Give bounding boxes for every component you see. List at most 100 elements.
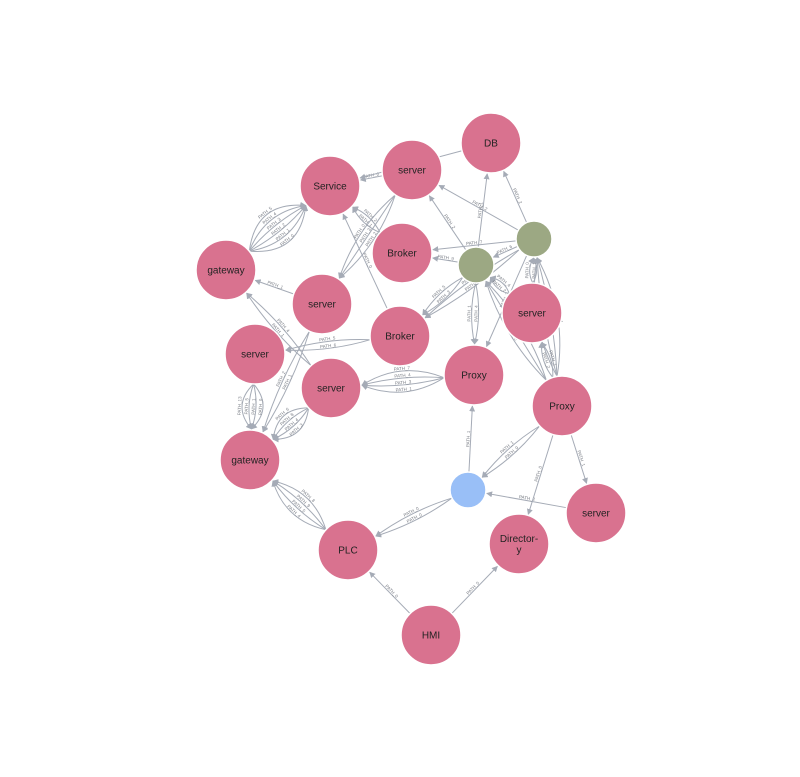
- node-circle-device[interactable]: [219, 429, 281, 491]
- node-label: server: [518, 309, 546, 320]
- edge-plc-to-gateway_bottom: [272, 479, 327, 530]
- node-server_top[interactable]: server: [381, 139, 443, 201]
- node-label: server: [241, 350, 269, 361]
- node-circle-device[interactable]: [317, 519, 379, 581]
- edge-plc-to-gateway_bottom: [272, 480, 327, 531]
- node-broker_mid[interactable]: Broker: [369, 305, 431, 367]
- edge-label: PATH_0: [533, 465, 543, 483]
- node-circle-device[interactable]: [531, 375, 593, 437]
- edge-label: PATH_0: [465, 580, 480, 596]
- edge-label: PATH_1: [251, 398, 257, 415]
- edge-proxy_right-to-server_right: [541, 342, 554, 378]
- node-layer: DBserverServicegatewayBrokerserverBroker…: [195, 112, 627, 666]
- edge-label: PATH_9: [437, 254, 454, 262]
- node-circle-device[interactable]: [488, 513, 550, 575]
- edge-label: PATH_1: [465, 430, 471, 447]
- node-circle-device[interactable]: [501, 282, 563, 344]
- edge-server_top-to-service: [359, 175, 383, 182]
- node-server_far[interactable]: server: [565, 482, 627, 544]
- node-directory[interactable]: Director-y: [488, 513, 550, 575]
- node-proxy_right[interactable]: Proxy: [531, 375, 593, 437]
- edge-label: PATH_0: [258, 398, 264, 415]
- node-label: Proxy: [461, 371, 487, 382]
- node-circle-device[interactable]: [565, 482, 627, 544]
- node-hmi[interactable]: HMI: [400, 604, 462, 666]
- edge-label: PATH_3: [395, 379, 412, 386]
- edge-label: PATH_1: [267, 280, 285, 290]
- node-service[interactable]: Service: [299, 155, 361, 217]
- node-server_left[interactable]: server: [224, 323, 286, 385]
- edge-label: PATH_1: [548, 350, 558, 368]
- node-gateway_top[interactable]: gateway: [195, 239, 257, 301]
- node-circle-device[interactable]: [299, 155, 361, 217]
- edge-broker_top-to-service: [352, 206, 381, 233]
- node-label: PLC: [338, 546, 357, 557]
- node-label: server: [582, 509, 610, 520]
- node-label: server: [317, 384, 345, 395]
- edge-label: PATH_2: [275, 370, 287, 387]
- node-circle-device[interactable]: [195, 239, 257, 301]
- node-circle-group[interactable]: [457, 246, 495, 284]
- edge-label: PATH_1: [477, 201, 484, 218]
- node-circle-device[interactable]: [460, 112, 522, 174]
- node-green_a[interactable]: [457, 246, 495, 284]
- edge-label: PATH_2: [541, 352, 551, 370]
- edge-label: PATH_7: [393, 365, 410, 372]
- node-label: HMI: [422, 631, 440, 642]
- node-circle-device[interactable]: [369, 305, 431, 367]
- node-circle-group[interactable]: [515, 220, 553, 258]
- edge-green_a-to-proxy_mid: [470, 282, 477, 345]
- edge-proxy_right-to-blue_hub: [481, 425, 541, 478]
- node-server_mid[interactable]: server: [291, 273, 353, 335]
- edge-label: PATH_0: [362, 252, 374, 269]
- node-db[interactable]: DB: [460, 112, 522, 174]
- edge-plc-to-gateway_bottom: [271, 480, 327, 531]
- node-label: server: [308, 300, 336, 311]
- node-circle-device[interactable]: [291, 273, 353, 335]
- node-label: DB: [484, 139, 498, 150]
- edge-hmi-to-directory: [451, 565, 498, 614]
- node-circle-device[interactable]: [371, 222, 433, 284]
- node-server_right[interactable]: server: [501, 282, 563, 344]
- node-green_b[interactable]: [515, 220, 553, 258]
- node-server_center[interactable]: server: [300, 357, 362, 419]
- edge-green_b-to-broker_top: [432, 240, 517, 253]
- edge-server_right-to-green_a: [489, 276, 510, 294]
- edge-proxy_mid-to-server_center: [361, 377, 445, 393]
- node-label: gateway: [231, 456, 268, 467]
- edge-label: PATH_2: [519, 494, 536, 502]
- node-circle-device[interactable]: [443, 344, 505, 406]
- edge-label: PATH_0: [524, 262, 529, 279]
- node-broker_top[interactable]: Broker: [371, 222, 433, 284]
- node-label: Proxy: [549, 402, 575, 413]
- edge-server_top-to-server_mid: [338, 194, 396, 279]
- edge-green_a-to-server_top: [428, 195, 467, 251]
- edge-server_center-to-gateway_top: [246, 292, 312, 366]
- node-plc[interactable]: PLC: [317, 519, 379, 581]
- edge-green_b-to-green_a: [492, 245, 518, 258]
- edge-label: PATH_1: [531, 262, 536, 279]
- edge-broker_mid-to-server_left: [285, 338, 371, 352]
- node-circle-device[interactable]: [381, 139, 443, 201]
- node-label: Broker: [387, 249, 417, 260]
- edge-server_mid-to-gateway_bottom: [262, 331, 310, 433]
- edge-label: PATH_6: [320, 342, 337, 349]
- node-label: Service: [313, 182, 347, 193]
- edge-proxy_mid-to-server_center: [361, 370, 445, 386]
- edge-green_b-to-broker_mid: [424, 249, 520, 319]
- edge-label: PATH_4: [473, 305, 478, 322]
- node-circle-hub[interactable]: [449, 471, 487, 509]
- node-blue_hub[interactable]: [449, 471, 487, 509]
- edge-gateway_top-to-service: [248, 202, 307, 252]
- node-gateway_bottom[interactable]: gateway: [219, 429, 281, 491]
- edge-server_mid-to-gateway_bottom: [261, 330, 310, 433]
- node-circle-device[interactable]: [300, 357, 362, 419]
- edge-label: PATH_1: [281, 373, 293, 390]
- edge-green_a-to-db: [477, 173, 490, 248]
- node-proxy_mid[interactable]: Proxy: [443, 344, 505, 406]
- node-circle-device[interactable]: [224, 323, 286, 385]
- edge-server_center-to-gateway_bottom: [272, 407, 310, 443]
- node-circle-device[interactable]: [400, 604, 462, 666]
- edge-server_top-to-server_mid: [338, 194, 396, 279]
